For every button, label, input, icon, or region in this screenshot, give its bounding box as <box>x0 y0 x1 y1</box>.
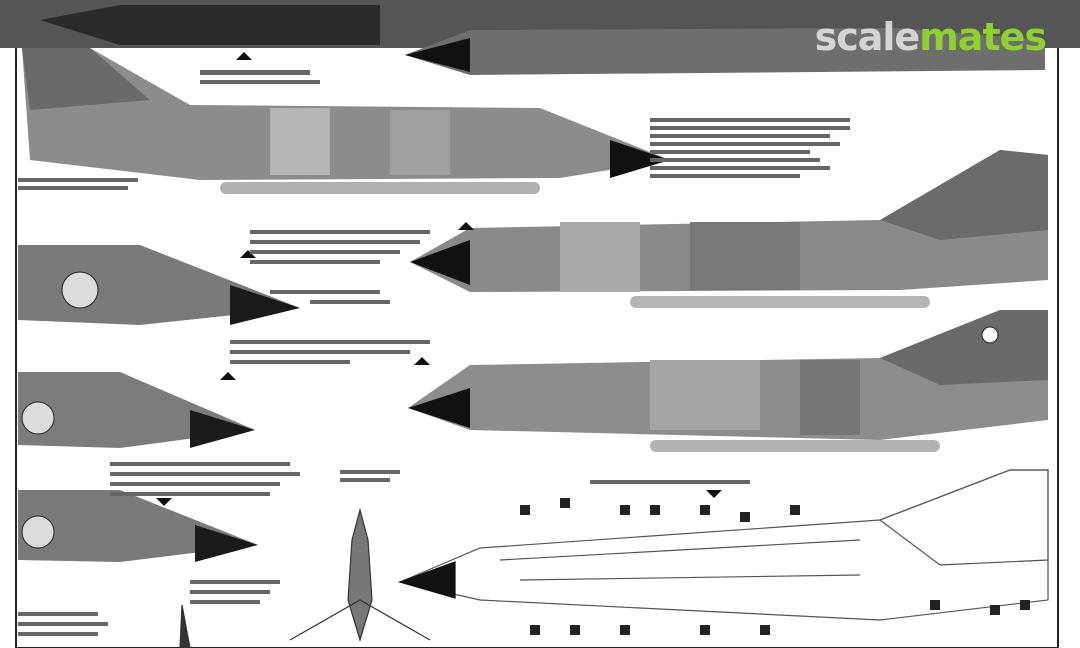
stencil-numbers <box>520 498 1030 635</box>
stencil-placement-diagram <box>398 469 1049 621</box>
aircraft-nose-view-l <box>18 372 255 448</box>
aircraft-side-view-m <box>408 310 1048 452</box>
marker-triangles <box>156 52 722 506</box>
caption-text-blocks <box>18 70 850 636</box>
aircraft-nose-view-f <box>18 245 300 325</box>
aircraft-front-view <box>179 507 431 648</box>
aircraft-side-view-e <box>410 150 1048 308</box>
aircraft-side-view-c <box>22 48 670 194</box>
scalemates-watermark: scalemates <box>814 15 1047 59</box>
aircraft-nose-view-g <box>18 490 258 562</box>
